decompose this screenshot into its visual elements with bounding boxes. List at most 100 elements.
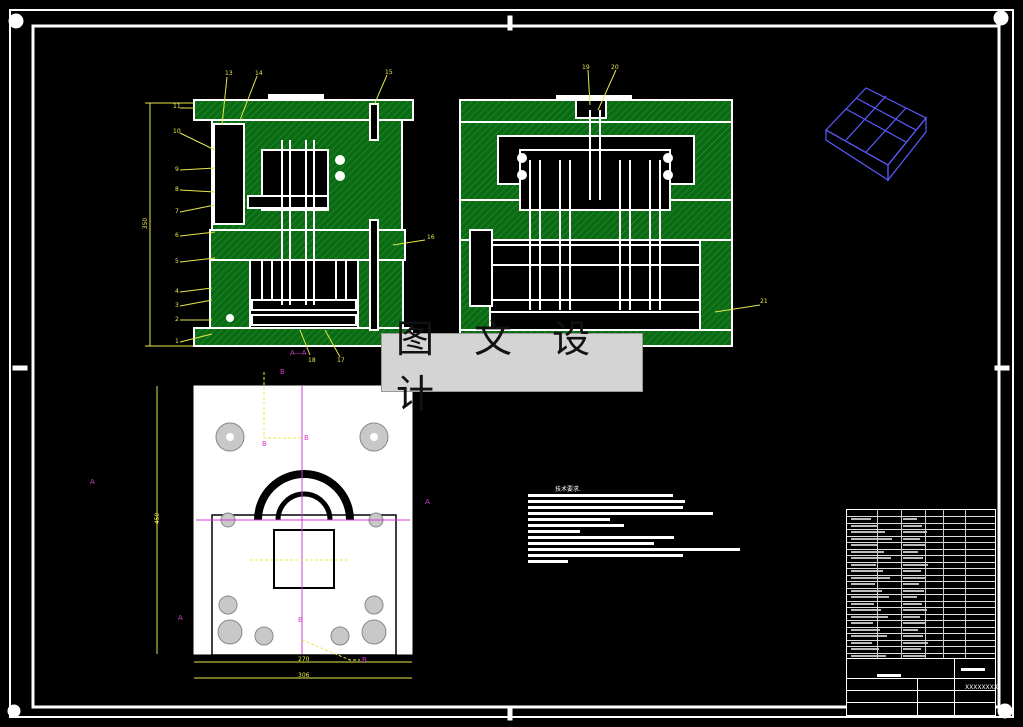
bom-column-line xyxy=(901,510,902,658)
right-section-view xyxy=(459,69,761,347)
balloon-19: 19 xyxy=(582,64,590,71)
section-mark-a-right: A xyxy=(425,498,430,506)
bom-row-text-mark xyxy=(851,576,890,579)
balloon-4: 4 xyxy=(175,288,179,295)
bom-row-text-mark xyxy=(851,531,885,533)
bom-row-text-mark xyxy=(903,531,927,533)
bom-row-text-mark xyxy=(903,557,923,559)
section-mark-a-bottom: A xyxy=(178,614,183,622)
bom-row-text-mark xyxy=(851,602,874,605)
left-section-view xyxy=(145,74,426,358)
bom-row-text-mark xyxy=(903,576,926,579)
bom-row-text-mark xyxy=(903,628,918,631)
bom-row-line xyxy=(847,607,995,608)
balloon-8: 8 xyxy=(175,186,179,193)
bom-row-text-mark xyxy=(903,550,918,553)
plan-view xyxy=(156,372,413,679)
bom-row-text-mark xyxy=(851,570,883,572)
dimension-height-top: 350 xyxy=(142,217,150,230)
bom-row-line xyxy=(847,548,995,550)
bom-row-text-mark xyxy=(851,537,892,540)
bom-row-line xyxy=(847,555,995,556)
title-block-drawing-number: XXXXXXXX xyxy=(965,684,998,691)
balloon-16: 16 xyxy=(427,234,435,241)
isometric-part xyxy=(825,87,927,182)
bom-row-line xyxy=(847,574,995,576)
balloon-5: 5 xyxy=(175,258,179,265)
bom-row-text-mark xyxy=(851,544,877,546)
bom-row-line xyxy=(847,542,995,543)
bom-row-line xyxy=(847,581,995,582)
bom-row-text-mark xyxy=(903,635,923,637)
bom-row-text-mark xyxy=(851,518,871,520)
balloon-20: 20 xyxy=(611,64,619,71)
bom-row-text-mark xyxy=(903,648,921,650)
bom-row-line xyxy=(847,600,995,602)
bom-row-text-mark xyxy=(903,609,927,611)
balloon-9: 9 xyxy=(175,166,179,173)
section-mark-b-top: B xyxy=(280,368,285,376)
section-mark-b-mid2: B xyxy=(304,434,309,442)
bom-row-line xyxy=(847,587,995,589)
bom-row-text-mark xyxy=(851,615,888,618)
bom-row-text-mark xyxy=(851,557,891,559)
bom-row-line xyxy=(847,568,995,569)
bom-row-text-mark xyxy=(903,615,920,618)
section-mark-b-mid: B xyxy=(262,440,267,448)
bom-row-text-mark xyxy=(903,654,926,657)
bom-row-text-mark xyxy=(851,550,884,553)
bom-row-text-mark xyxy=(851,609,881,611)
balloon-14: 14 xyxy=(255,70,263,77)
bill-of-materials-table: XXXXXXXX xyxy=(846,509,998,716)
bom-row-text-mark xyxy=(851,583,875,585)
balloon-6: 6 xyxy=(175,232,179,239)
bom-row-line xyxy=(847,561,995,563)
bom-row-text-mark xyxy=(851,628,880,631)
bom-row-text-mark xyxy=(903,524,922,527)
balloon-3: 3 xyxy=(175,302,179,309)
bom-row-text-mark xyxy=(851,635,887,637)
bom-row-line xyxy=(847,516,995,517)
balloon-11: 11 xyxy=(173,103,181,110)
balloon-17: 17 xyxy=(337,357,345,364)
section-mark-b-bottom: B xyxy=(362,656,367,664)
tech-requirements-title: 技术要求. xyxy=(555,486,581,493)
balloon-21: 21 xyxy=(760,298,768,305)
bom-row-text-mark xyxy=(903,544,925,546)
bom-row-line xyxy=(847,639,995,641)
balloon-15: 15 xyxy=(385,69,393,76)
bom-row-text-mark xyxy=(851,648,879,650)
bom-row-text-mark xyxy=(903,570,921,572)
bom-row-text-mark xyxy=(851,641,872,644)
bom-row-line xyxy=(847,626,995,628)
bom-row-text-mark xyxy=(903,537,920,540)
balloon-18: 18 xyxy=(308,357,316,364)
bom-row-line xyxy=(847,652,995,654)
bom-row-text-mark xyxy=(851,654,886,657)
technical-requirements-block xyxy=(528,494,740,563)
bom-row-text-mark xyxy=(903,583,919,585)
balloon-2: 2 xyxy=(175,316,179,323)
bom-row-text-mark xyxy=(903,563,928,566)
bom-row-line xyxy=(847,620,995,621)
watermark-banner: 图 文 设 计 xyxy=(381,317,643,416)
dimension-height-bottom: 450 xyxy=(154,512,162,525)
bom-row-text-mark xyxy=(851,563,876,566)
balloon-7: 7 xyxy=(175,208,179,215)
bom-row-line xyxy=(847,646,995,647)
bom-column-line xyxy=(925,510,926,658)
bom-row-line xyxy=(847,529,995,530)
bom-row-line xyxy=(847,633,995,634)
bom-row-text-mark xyxy=(851,524,878,527)
balloon-10: 10 xyxy=(173,128,181,135)
bom-row-text-mark xyxy=(903,518,917,520)
bom-row-text-mark xyxy=(851,596,889,598)
bom-row-text-mark xyxy=(851,622,873,624)
bom-row-text-mark xyxy=(903,622,925,624)
bom-row-text-mark xyxy=(903,596,917,598)
balloon-13: 13 xyxy=(225,70,233,77)
bom-row-text-mark xyxy=(851,589,882,592)
bom-row-text-mark xyxy=(903,602,922,605)
bom-column-line xyxy=(943,510,944,658)
section-label-aa: A—A xyxy=(290,349,307,357)
